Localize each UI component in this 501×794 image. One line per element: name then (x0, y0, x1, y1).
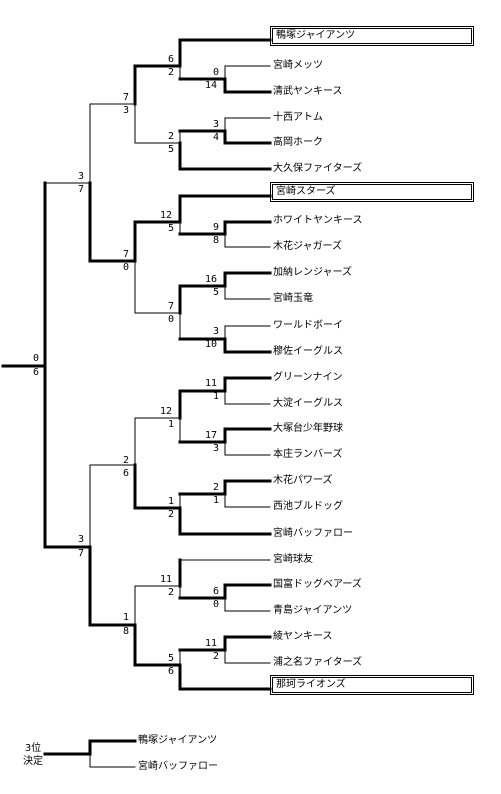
score: 1 (168, 496, 175, 507)
team: 宮崎メッツ (273, 60, 323, 71)
score: 9 (213, 222, 220, 233)
third-place-label: 3位 決定 (23, 743, 43, 767)
team: 大久保ファイターズ (273, 163, 363, 174)
score: 8 (213, 235, 220, 246)
team: 綾ヤンキース (273, 631, 333, 642)
team: 十西アトム (273, 112, 323, 123)
score: 0 (213, 599, 220, 610)
score: 16 (205, 274, 218, 285)
score: 5 (213, 287, 220, 298)
team: 大塚台少年野球 (273, 423, 343, 434)
team: 穆佐イーグルス (273, 346, 343, 357)
score: 0 (213, 67, 220, 78)
team: 宮崎バッファロー (273, 528, 353, 539)
score: 7 (123, 249, 130, 260)
score: 0 (123, 262, 130, 273)
score: 2 (123, 455, 130, 466)
score: 6 (168, 666, 175, 677)
team: 木花パワーズ (273, 475, 333, 486)
team: 木花ジャガーズ (273, 241, 342, 252)
score: 1 (123, 612, 130, 623)
team: 国富ドッグベアーズ (273, 579, 362, 590)
score: 4 (213, 132, 220, 143)
score: 12 (160, 406, 173, 417)
score: 10 (205, 339, 218, 350)
score: 0 (33, 353, 40, 364)
team: 清武ヤンキース (273, 86, 343, 97)
score: 2 (213, 482, 220, 493)
team: 本庄ランバーズ (273, 449, 343, 460)
team: 加納レンジャーズ (273, 267, 352, 278)
team: 宮崎バッファロー (138, 761, 218, 772)
team: 大淀イーグルス (273, 398, 343, 409)
score: 6 (33, 367, 40, 378)
score: 1 (213, 391, 220, 402)
score: 5 (168, 223, 175, 234)
team-boxed: 宮崎スターズ (270, 182, 474, 202)
score: 3 (213, 119, 220, 130)
score: 3 (123, 105, 130, 116)
score: 11 (205, 638, 218, 649)
score: 7 (168, 301, 175, 312)
team: ワールドボーイ (273, 320, 343, 331)
score: 14 (205, 80, 218, 91)
team: 浦之名ファイターズ (273, 657, 363, 668)
score: 7 (78, 548, 85, 559)
score: 1 (213, 495, 220, 506)
score: 5 (168, 653, 175, 664)
score: 17 (205, 430, 218, 441)
score: 5 (168, 144, 175, 155)
team: 鴨塚ジャイアンツ (138, 735, 218, 746)
team-boxed: 那珂ライオンズ (270, 675, 474, 695)
score: 11 (160, 574, 173, 585)
score: 0 (168, 314, 175, 325)
team: 西池ブルドッグ (273, 501, 343, 512)
score: 8 (123, 626, 130, 637)
score: 7 (78, 184, 85, 195)
score: 2 (168, 131, 175, 142)
score: 3 (213, 326, 220, 337)
score: 3 (78, 171, 85, 182)
team: 宮崎球友 (273, 554, 313, 565)
team: 宮崎玉竜 (273, 293, 313, 304)
score: 2 (213, 651, 220, 662)
score: 12 (160, 210, 173, 221)
score: 1 (168, 419, 175, 430)
team: 高岡ホーク (273, 137, 323, 148)
score: 2 (168, 587, 175, 598)
score: 2 (168, 509, 175, 520)
score: 11 (205, 378, 218, 389)
score: 7 (123, 92, 130, 103)
team-boxed: 鴨塚ジャイアンツ (270, 26, 474, 46)
team: グリーンナイン (273, 372, 343, 383)
score: 2 (168, 67, 175, 78)
score: 3 (213, 443, 220, 454)
team: ホワイトヤンキース (273, 215, 363, 226)
score: 3 (78, 534, 85, 545)
score: 6 (168, 54, 175, 65)
score: 6 (123, 468, 130, 479)
team: 青島ジャイアンツ (273, 605, 353, 616)
score: 6 (213, 586, 220, 597)
